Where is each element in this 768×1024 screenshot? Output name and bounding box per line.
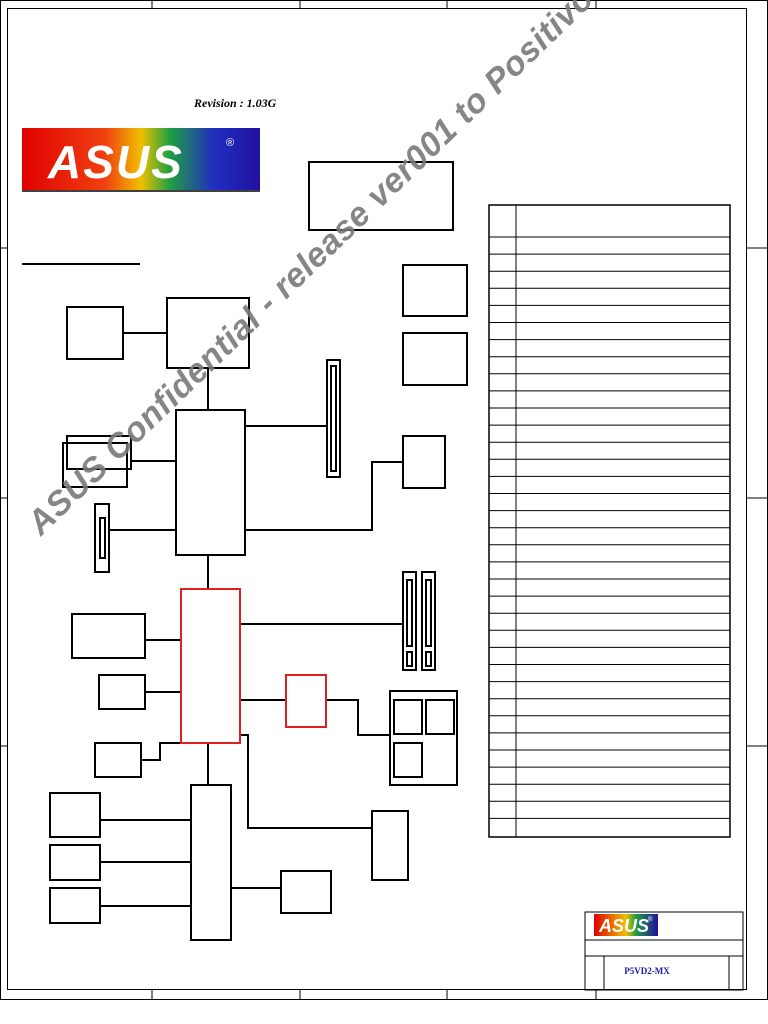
right-box-1 bbox=[402, 264, 468, 317]
bios-box bbox=[280, 870, 332, 914]
index-table bbox=[488, 204, 731, 838]
right-box-2 bbox=[402, 332, 468, 386]
pci-slot-2 bbox=[421, 571, 436, 671]
title-block-logo-text: ASUS bbox=[598, 916, 649, 936]
io-box-3 bbox=[49, 887, 101, 924]
io-box-2 bbox=[49, 844, 101, 881]
title-box bbox=[308, 161, 454, 231]
super-io-block bbox=[190, 784, 232, 941]
registered-mark: ® bbox=[226, 137, 234, 149]
clock-block bbox=[66, 306, 124, 360]
right-box-3 bbox=[402, 435, 446, 489]
io-group-box bbox=[389, 690, 458, 786]
block-diagram bbox=[0, 0, 768, 1000]
agp-slot bbox=[94, 503, 110, 573]
highlight-box bbox=[285, 674, 327, 728]
pci-slot-1 bbox=[402, 571, 417, 671]
memory-slot-b bbox=[62, 442, 128, 488]
section-underline bbox=[22, 263, 140, 265]
title-block: ASUS ® bbox=[584, 911, 744, 991]
left-box-1 bbox=[71, 613, 146, 659]
vertical-connector bbox=[326, 359, 341, 478]
memory-slot-a bbox=[66, 435, 132, 470]
title-block-registered-mark: ® bbox=[648, 916, 653, 923]
revision-label: Revision : 1.03G bbox=[194, 96, 277, 110]
left-box-3 bbox=[94, 742, 142, 778]
right-lower-box bbox=[371, 810, 409, 881]
asus-logo-text: ASUS bbox=[47, 136, 184, 188]
model-name: P5VD2-MX bbox=[624, 966, 670, 976]
sheet-inner-border bbox=[7, 8, 747, 990]
io-box-1 bbox=[49, 792, 101, 838]
asus-logo: ASUS ® bbox=[22, 128, 260, 192]
south-bridge-block bbox=[180, 588, 241, 744]
north-bridge-block bbox=[175, 409, 246, 556]
left-box-2 bbox=[98, 674, 146, 710]
